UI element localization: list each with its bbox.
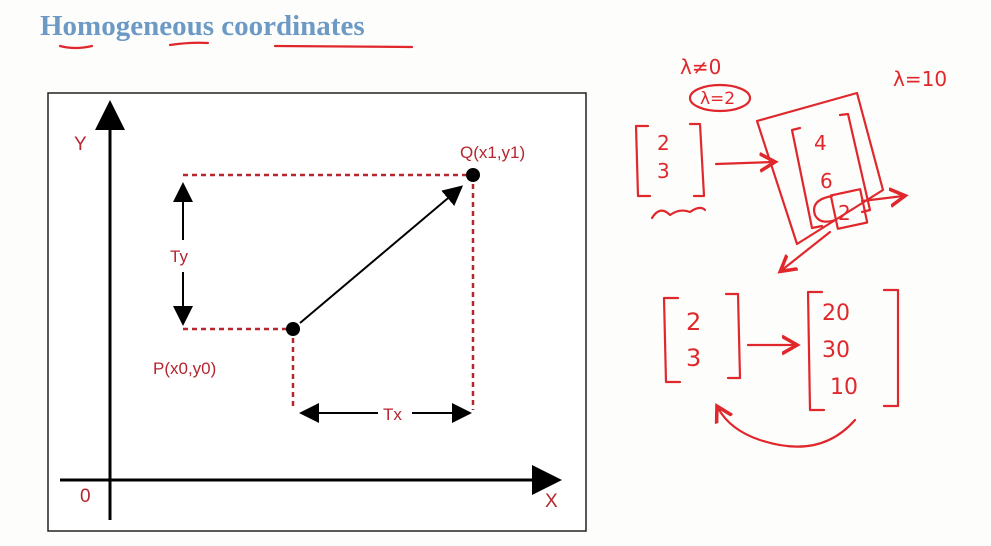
point-q — [466, 168, 480, 182]
scaled-vector-3: 10 — [830, 375, 858, 400]
y-axis-label: Y — [74, 134, 87, 155]
stack-2: 2 — [838, 201, 851, 225]
ty-label: Ty — [170, 247, 188, 266]
slide-title: Homogeneous coordinates — [40, 10, 365, 42]
scaled-vector-1: 20 — [822, 301, 850, 326]
top-vector-1: 2 — [657, 131, 670, 155]
top-vector-2: 3 — [657, 159, 670, 183]
point-p — [286, 322, 300, 336]
stack-4: 4 — [814, 131, 827, 155]
lambda-nonzero: λ≠0 — [680, 55, 721, 79]
x-axis-label: X — [545, 491, 558, 512]
bottom-vector-2: 3 — [686, 344, 701, 372]
diagram-frame — [47, 92, 587, 532]
handwritten-notes: λ≠0 λ=2 λ=10 2 3 4 6 2 2 3 20 30 10 — [634, 55, 947, 448]
lambda-two: λ=2 — [700, 89, 735, 109]
title-underlines — [58, 41, 414, 50]
tx-label: Tx — [383, 405, 402, 424]
bottom-vector-1: 2 — [686, 308, 701, 336]
scaled-vector-2: 30 — [822, 338, 850, 363]
stack-6: 6 — [820, 169, 833, 193]
origin-label: 0 — [80, 486, 91, 507]
translation-vector — [299, 185, 464, 324]
dashed-guides — [183, 173, 475, 410]
point-p-label: P(x0,y0) — [153, 359, 216, 378]
lambda-ten: λ=10 — [893, 67, 947, 91]
point-q-label: Q(x1,y1) — [460, 143, 525, 162]
